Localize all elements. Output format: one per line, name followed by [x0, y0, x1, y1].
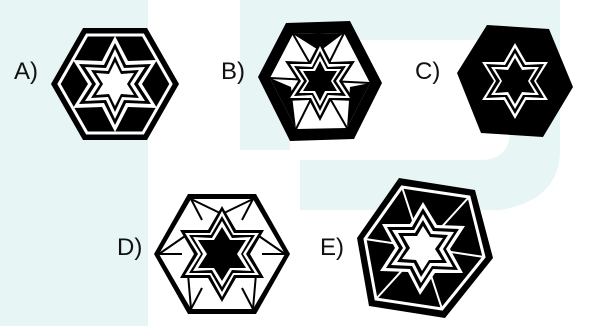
option-d-figure[interactable]	[152, 186, 292, 326]
option-d-label: D)	[117, 234, 142, 262]
option-e-label: E)	[320, 234, 344, 262]
option-a-label: A)	[14, 58, 38, 86]
option-b-label: B)	[221, 58, 245, 86]
option-c-figure[interactable]	[454, 22, 576, 140]
option-e-figure[interactable]	[350, 174, 496, 322]
option-a-figure[interactable]	[49, 18, 181, 150]
option-c-label: C)	[415, 58, 440, 86]
option-b-figure[interactable]	[254, 14, 386, 148]
